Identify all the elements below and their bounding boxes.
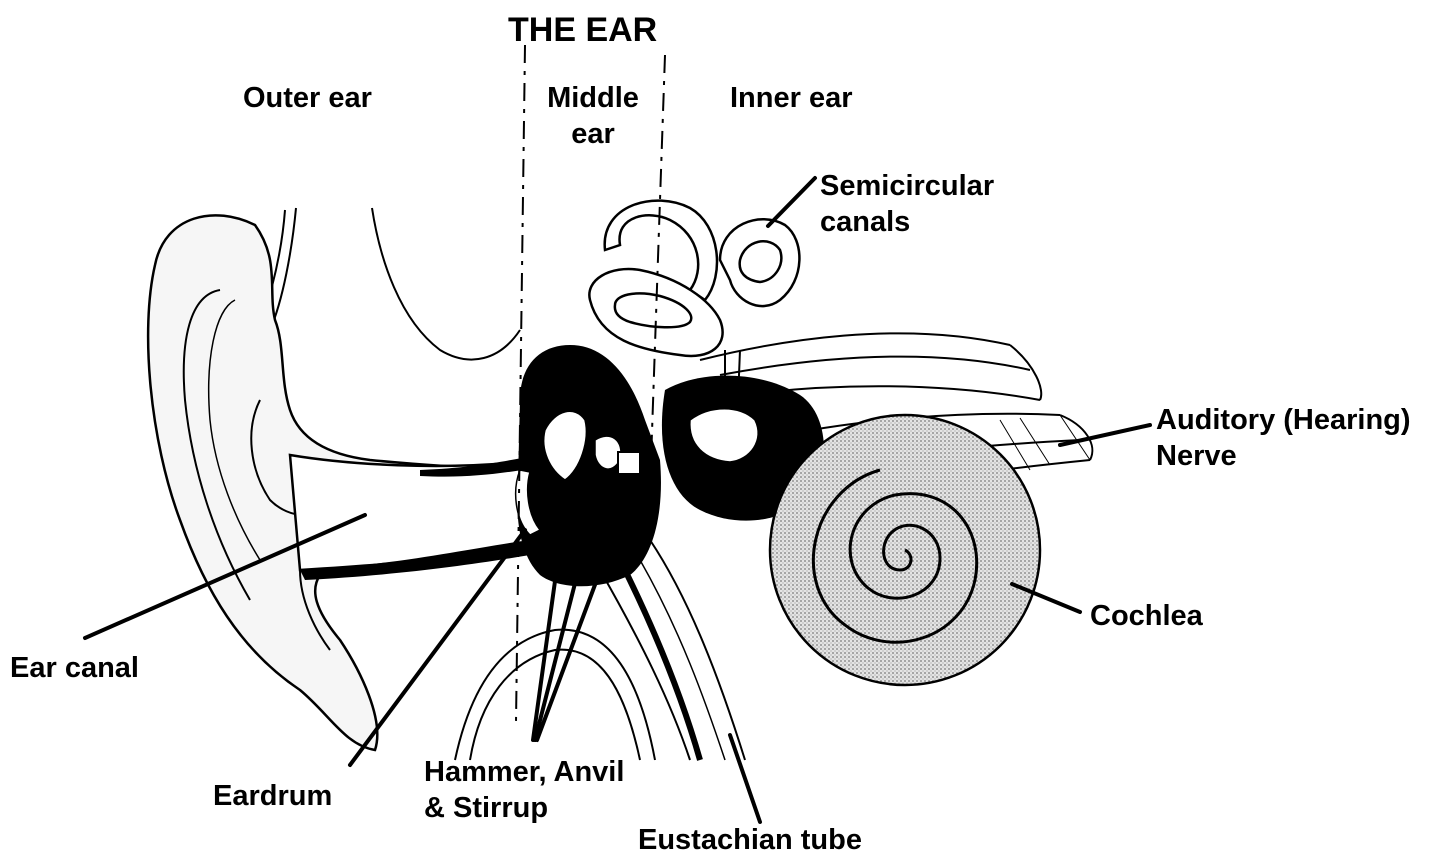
label-cochlea: Cochlea [1090, 598, 1203, 634]
label-auditory-line2: Nerve [1156, 438, 1411, 474]
label-auditory-nerve: Auditory (Hearing) Nerve [1156, 402, 1411, 474]
label-middle-ear: Middle ear [538, 80, 648, 152]
ear-canal-shape [290, 455, 530, 580]
label-outer-ear: Outer ear [243, 80, 372, 116]
label-eustachian-tube: Eustachian tube [638, 822, 862, 858]
label-middle-ear-line1: Middle [538, 80, 648, 116]
label-ossicles-line2: & Stirrup [424, 790, 624, 826]
label-auditory-line1: Auditory (Hearing) [1156, 402, 1411, 438]
label-ossicles-line1: Hammer, Anvil [424, 754, 624, 790]
label-inner-ear: Inner ear [730, 80, 853, 116]
label-semicircular-line2: canals [820, 204, 994, 240]
label-ear-canal: Ear canal [10, 650, 139, 686]
leader-eustachian [730, 735, 760, 822]
label-middle-ear-line2: ear [538, 116, 648, 152]
diagram-title: THE EAR [508, 10, 657, 50]
label-eardrum: Eardrum [213, 778, 332, 814]
cochlea-shape [770, 415, 1040, 685]
label-semicircular-line1: Semicircular [820, 168, 994, 204]
label-ossicles: Hammer, Anvil & Stirrup [424, 754, 624, 826]
label-semicircular-canals: Semicircular canals [820, 168, 994, 240]
leader-semicircular [768, 178, 815, 226]
middle-ear-cavity [516, 345, 661, 586]
